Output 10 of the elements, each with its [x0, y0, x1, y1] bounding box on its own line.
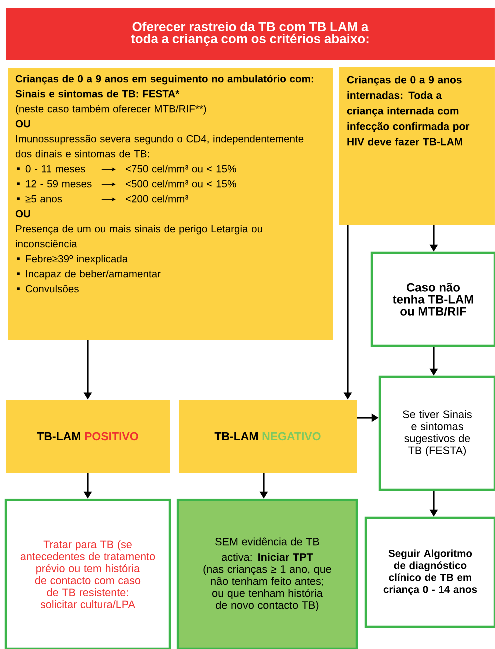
process-box: Caso não tenha TB-LAM ou MTB/RIF: [370, 252, 495, 348]
criteria-box: Crianças de 0 a 9 anos internadas: Toda a criança internada com infecção confirmada por HIV deve fazer TB-LAM: [339, 67, 495, 225]
process-box: SEM evidência de TB activa: Iniciar TPT (nas crianças ≥ 1 ano, que não tenham feito antes; ou que tenham história de novo contacto TB): [176, 498, 358, 649]
criteria-box: Crianças de 0 a 9 anos em seguimento no ambulatório com: Sinais e sintomas de TB: FESTA* (neste caso também oferecer MTB/RIF**) OU Imunossupressão severa segundo o CD4, independentemente dos dinais e sintomas de TB: 0 - 11 meses <750 cel/mm³ ou < 15% 12 - 59 meses <500 cel/mm³ ou < 15% ≥5 anos <200 cel/mm³ OU Presença de um ou mais sinais de perigo Letargia ou inconsciência Febre≥39º inexplicada Incapaz de beber/amamentar Convulsões: [8, 68, 333, 340]
process-box: Seguir Algoritmo de diagnóstico clínico de TB em criança 0 - 14 anos: [364, 516, 495, 628]
process-box: Tratar para TB (se antecedentes de tratamento prévio ou tem história de contacto com caso de TB resistente: solicitar cultura/LPA: [4, 498, 172, 649]
process-box: Se tiver Sinais e sintomas sugestivos de TB (FESTA): [378, 376, 495, 492]
criteria-box: TB-LAM POSITIVO: [6, 400, 170, 473]
banner: Oferecer rastreio da TB com TB LAM a toda a criança com os critérios abaixo:: [6, 8, 495, 60]
criteria-box: TB-LAM NEGATIVO: [179, 400, 357, 473]
